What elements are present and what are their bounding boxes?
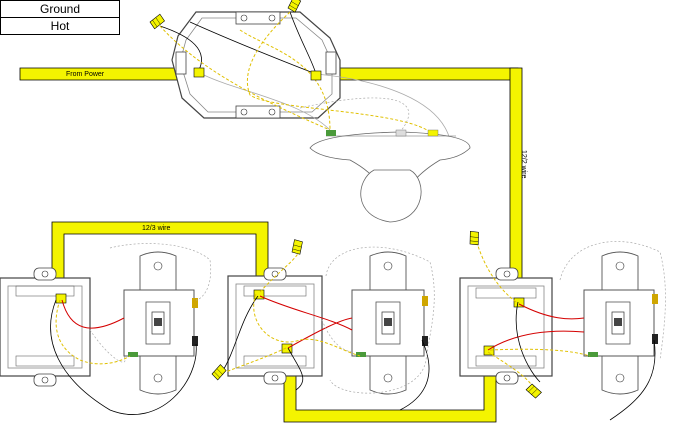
- wire-12-2-label: 12/2 wire: [520, 150, 527, 179]
- from-power-label: From Power: [66, 71, 105, 78]
- ceiling-junction-box: [171, 11, 341, 119]
- hot-wires: [61, 295, 585, 351]
- black-wires: [50, 295, 656, 421]
- legend: Ground Hot: [0, 0, 120, 35]
- neutral-wires: [89, 241, 666, 394]
- legend-hot: Hot: [50, 19, 70, 33]
- switch-3: [583, 251, 658, 395]
- light-fixture: [309, 129, 471, 223]
- switch-box-1: [0, 267, 91, 387]
- switch-2: [351, 251, 428, 395]
- switch-box-3: [459, 267, 553, 385]
- ceiling-box-wires: [148, 0, 451, 141]
- switch-1: [123, 251, 198, 395]
- switch-box-2: [227, 267, 323, 385]
- legend-ground: Ground: [1, 1, 119, 18]
- wire-12-3-label: 12/3 wire: [142, 225, 171, 232]
